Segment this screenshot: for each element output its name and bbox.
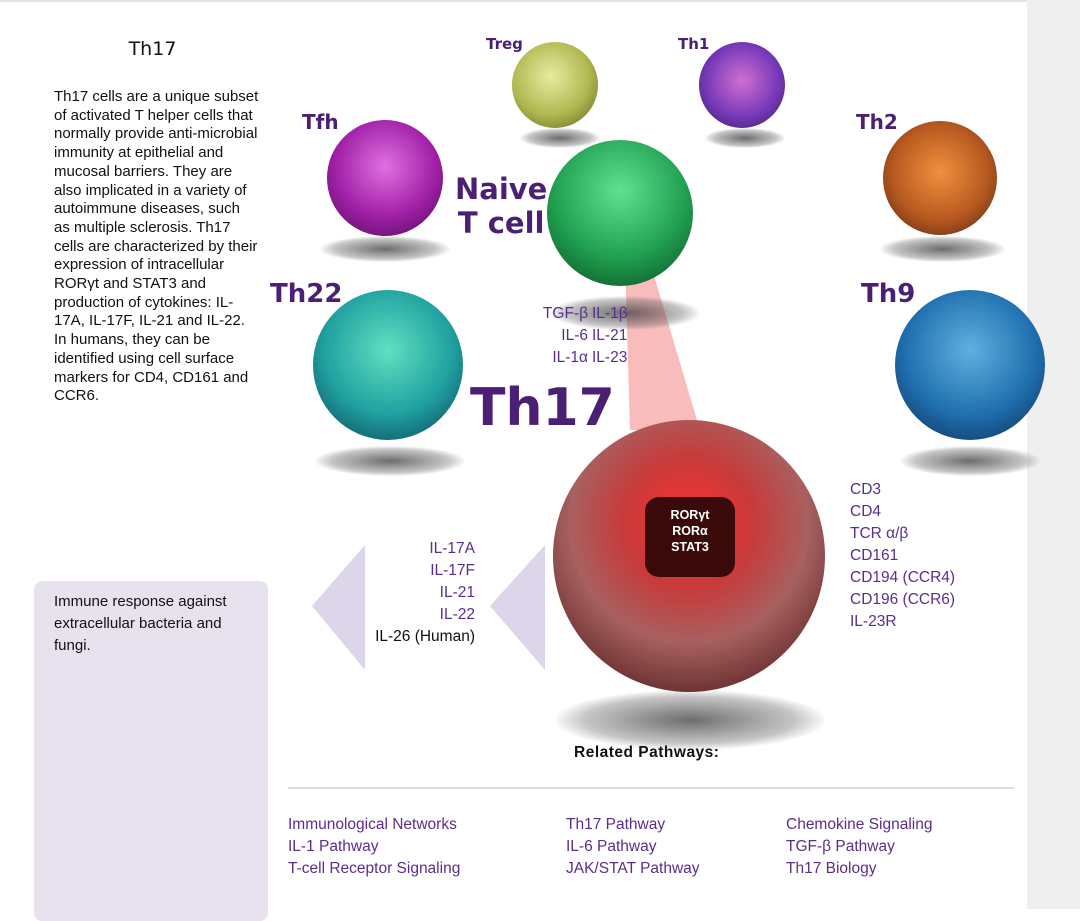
cytokine: IL-26 (Human) [375,628,475,645]
pathway-link[interactable]: T-cell Receptor Signaling [288,860,461,877]
cytokine: IL-22 [439,606,475,623]
naive-label: Naive T cell [455,172,547,240]
surface-marker: CD3 [850,481,882,498]
surface-marker: CD196 (CCR6) [850,591,956,608]
description: Th17 cells are a unique subset of activa… [54,88,259,405]
cell-shadow [705,128,785,148]
pathway-link[interactable]: JAK/STAT Pathway [566,860,700,877]
cell-shadow [520,128,600,148]
th22-cell [313,290,463,440]
th2-label: Th2 [856,110,898,134]
th9-label: Th9 [861,279,916,309]
th9-cell [895,290,1045,440]
related-pathways-title: Related Pathways: [574,744,720,761]
function-box: Immune response against extracellular ba… [34,581,268,921]
surface-marker: IL-23R [850,613,897,630]
tf-label: STAT3 [671,540,709,554]
cell-shadow [320,236,450,262]
treg-label: Treg [486,35,523,53]
naive-t-cell [547,140,693,286]
inducer: IL-6 [561,327,588,344]
tf-label: RORγt [670,508,710,522]
cytokine: IL-21 [439,584,475,601]
cell-shadow [315,446,465,476]
divider [288,787,1014,789]
th17-label: Th17 [470,378,615,438]
page-gutter [1027,0,1080,909]
th1-cell [699,42,785,128]
surface-marker: CD161 [850,547,899,564]
th1-label: Th1 [678,35,710,53]
surface-marker: TCR α/β [850,525,909,542]
inducer: TGF-β [542,305,588,322]
cell-shadow [900,446,1040,476]
surface-marker: CD194 (CCR4) [850,569,956,586]
pathway-link[interactable]: Immunological Networks [288,816,457,833]
tfh-label: Tfh [302,110,339,134]
inducer: IL-1α [552,349,588,366]
chevron-left-icon [490,545,545,670]
surface-marker: CD4 [850,503,882,520]
inducer: IL-21 [592,327,628,344]
naive-label-line: T cell [457,206,545,240]
pathway-link[interactable]: IL-6 Pathway [566,838,657,855]
th2-cell [883,121,997,235]
treg-cell [512,42,598,128]
transcription-factor-box: RORγt RORα STAT3 [645,497,735,577]
naive-label-line: Naive [455,172,548,206]
cell-shadow [550,296,700,330]
page-title: Th17 [128,38,177,60]
th22-label: Th22 [270,279,343,309]
pathway-link[interactable]: IL-1 Pathway [288,838,379,855]
function-text: Immune response against extracellular ba… [54,593,227,654]
cell-shadow [880,236,1005,262]
pathway-link[interactable]: TGF-β Pathway [786,838,895,855]
pathway-link[interactable]: Chemokine Signaling [786,816,933,833]
cell-shadow [555,690,825,750]
tf-label: RORα [672,524,708,538]
pathway-link[interactable]: Th17 Biology [786,860,877,877]
tfh-cell [327,120,443,236]
cytokine: IL-17F [430,562,475,579]
inducer: IL-1β [592,305,628,322]
inducer: IL-23 [592,349,628,366]
cytokine: IL-17A [429,540,475,557]
chevron-left-icon [312,545,365,670]
pathway-link[interactable]: Th17 Pathway [566,816,666,833]
top-divider [0,0,1027,2]
